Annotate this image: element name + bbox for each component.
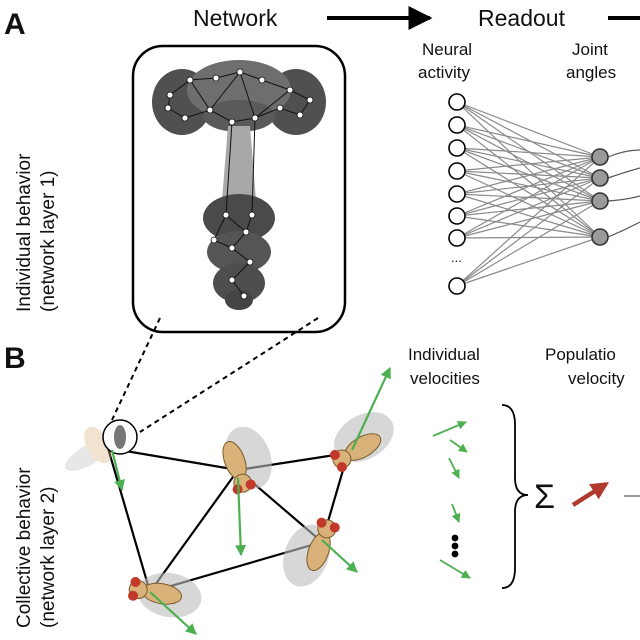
output-tails — [607, 149, 640, 238]
neck-connective — [222, 126, 256, 200]
ind-velocity-1 — [432, 421, 467, 437]
panel-a-letter: A — [4, 8, 26, 41]
row-a-label-line2: (network layer 1) — [38, 171, 59, 313]
velocity-arrow-faded — [110, 449, 125, 492]
zoom-line-right — [139, 317, 319, 433]
zoom-line-left — [111, 317, 161, 421]
readout-edge — [456, 101, 601, 179]
ind-velocity-3 — [448, 457, 460, 479]
fly-1 — [222, 426, 272, 495]
brain-lower — [203, 100, 275, 132]
readout-edge — [456, 177, 601, 239]
row-a-label: Individual behavior (network layer 1) — [14, 148, 59, 312]
individual-velocities-line1: Individual — [408, 345, 480, 364]
panel-b-letter: B — [4, 342, 26, 375]
individual-velocities-line2: velocities — [410, 369, 480, 388]
velocity-arrow-fly-2 — [351, 367, 391, 451]
readout-edge — [456, 236, 601, 239]
readout-edges — [456, 101, 601, 287]
input-neuron-node — [448, 139, 466, 157]
readout-edge — [456, 124, 601, 158]
vnc-tail — [225, 290, 253, 310]
input-neuron-node — [448, 229, 466, 247]
readout-edge — [456, 124, 601, 238]
velocity-arrow-fly-3 — [321, 539, 358, 573]
joint-angles-line1: Joint — [572, 40, 608, 59]
readout-edge — [456, 170, 601, 179]
row-b-label: Collective behavior (network layer 2) — [14, 462, 59, 628]
readout-edge — [456, 236, 601, 287]
joint-angle-node — [591, 192, 609, 210]
readout-edge — [456, 156, 601, 217]
vnc-upper — [203, 194, 275, 242]
vnc-lower — [213, 263, 265, 303]
neural-activity-label: Neural activity — [418, 40, 477, 82]
readout-edge — [456, 101, 601, 158]
collective-network — [106, 446, 350, 594]
collective-edge-diagonal-1 — [149, 469, 239, 593]
readout-edge — [456, 170, 601, 238]
fly-nervous-system — [152, 60, 326, 310]
fly-velocity-arrows — [110, 367, 391, 635]
population-velocity-label: Populatio velocity — [545, 345, 625, 388]
row-b-label-line1: Collective behavior — [14, 467, 35, 628]
joint-angle-node — [591, 228, 609, 246]
readout-ellipsis: ... — [451, 250, 462, 265]
ind-velocity-4 — [451, 503, 461, 523]
output-nodes — [591, 148, 609, 246]
input-neuron-node — [448, 277, 466, 295]
readout-edge — [456, 147, 601, 238]
row-a-label-line1: Individual behavior — [14, 153, 35, 312]
fly-2 — [329, 412, 394, 473]
velocity-arrow-fly-1 — [235, 477, 247, 557]
population-velocity-line1: Populatio — [545, 345, 616, 364]
readout-edge — [456, 215, 601, 238]
joint-angle-node — [591, 169, 609, 187]
individual-velocity-arrows — [432, 421, 471, 579]
readout-header: Readout — [478, 5, 566, 31]
joint-angles-line2: angles — [566, 63, 616, 82]
row-b-label-line2: (network layer 2) — [38, 487, 59, 629]
input-nodes — [448, 93, 466, 295]
input-neuron-node — [448, 207, 466, 225]
readout-edge — [456, 177, 601, 287]
readout-edge — [456, 193, 601, 238]
joint-angles-label: Joint angles — [566, 40, 616, 82]
network-nodes — [164, 68, 314, 300]
summation-brace — [501, 404, 529, 589]
sum-symbol: Σ — [534, 478, 555, 516]
individual-velocities-label: Individual velocities — [408, 345, 485, 388]
ind-velocity-5 — [439, 559, 471, 579]
input-neuron-node — [448, 162, 466, 180]
readout-edge — [456, 156, 601, 287]
readout-edge — [456, 200, 601, 287]
readout-edge — [456, 200, 601, 239]
input-neuron-node — [448, 116, 466, 134]
readout-edge — [456, 147, 601, 179]
joint-angle-node — [591, 148, 609, 166]
population-velocity-arrow — [571, 482, 610, 507]
velocity-ellipsis-dots — [451, 534, 459, 558]
neural-activity-line1: Neural — [422, 40, 472, 59]
ind-velocity-2 — [449, 439, 468, 453]
population-velocity-line2: velocity — [568, 369, 625, 388]
readout-edge — [456, 147, 601, 158]
readout-edge — [456, 156, 601, 239]
input-neuron-node — [448, 185, 466, 203]
vnc-middle — [207, 231, 271, 273]
readout-edge — [456, 156, 601, 172]
input-neuron-node — [448, 93, 466, 111]
network-header: Network — [193, 5, 278, 31]
fly-zoom-body — [114, 425, 126, 449]
readout-edge — [456, 156, 601, 195]
fly-3 — [283, 517, 340, 587]
fly-4 — [128, 572, 202, 618]
velocity-arrow-fly-4 — [149, 591, 197, 635]
readout-edge — [456, 124, 601, 179]
neural-activity-line2: activity — [418, 63, 470, 82]
